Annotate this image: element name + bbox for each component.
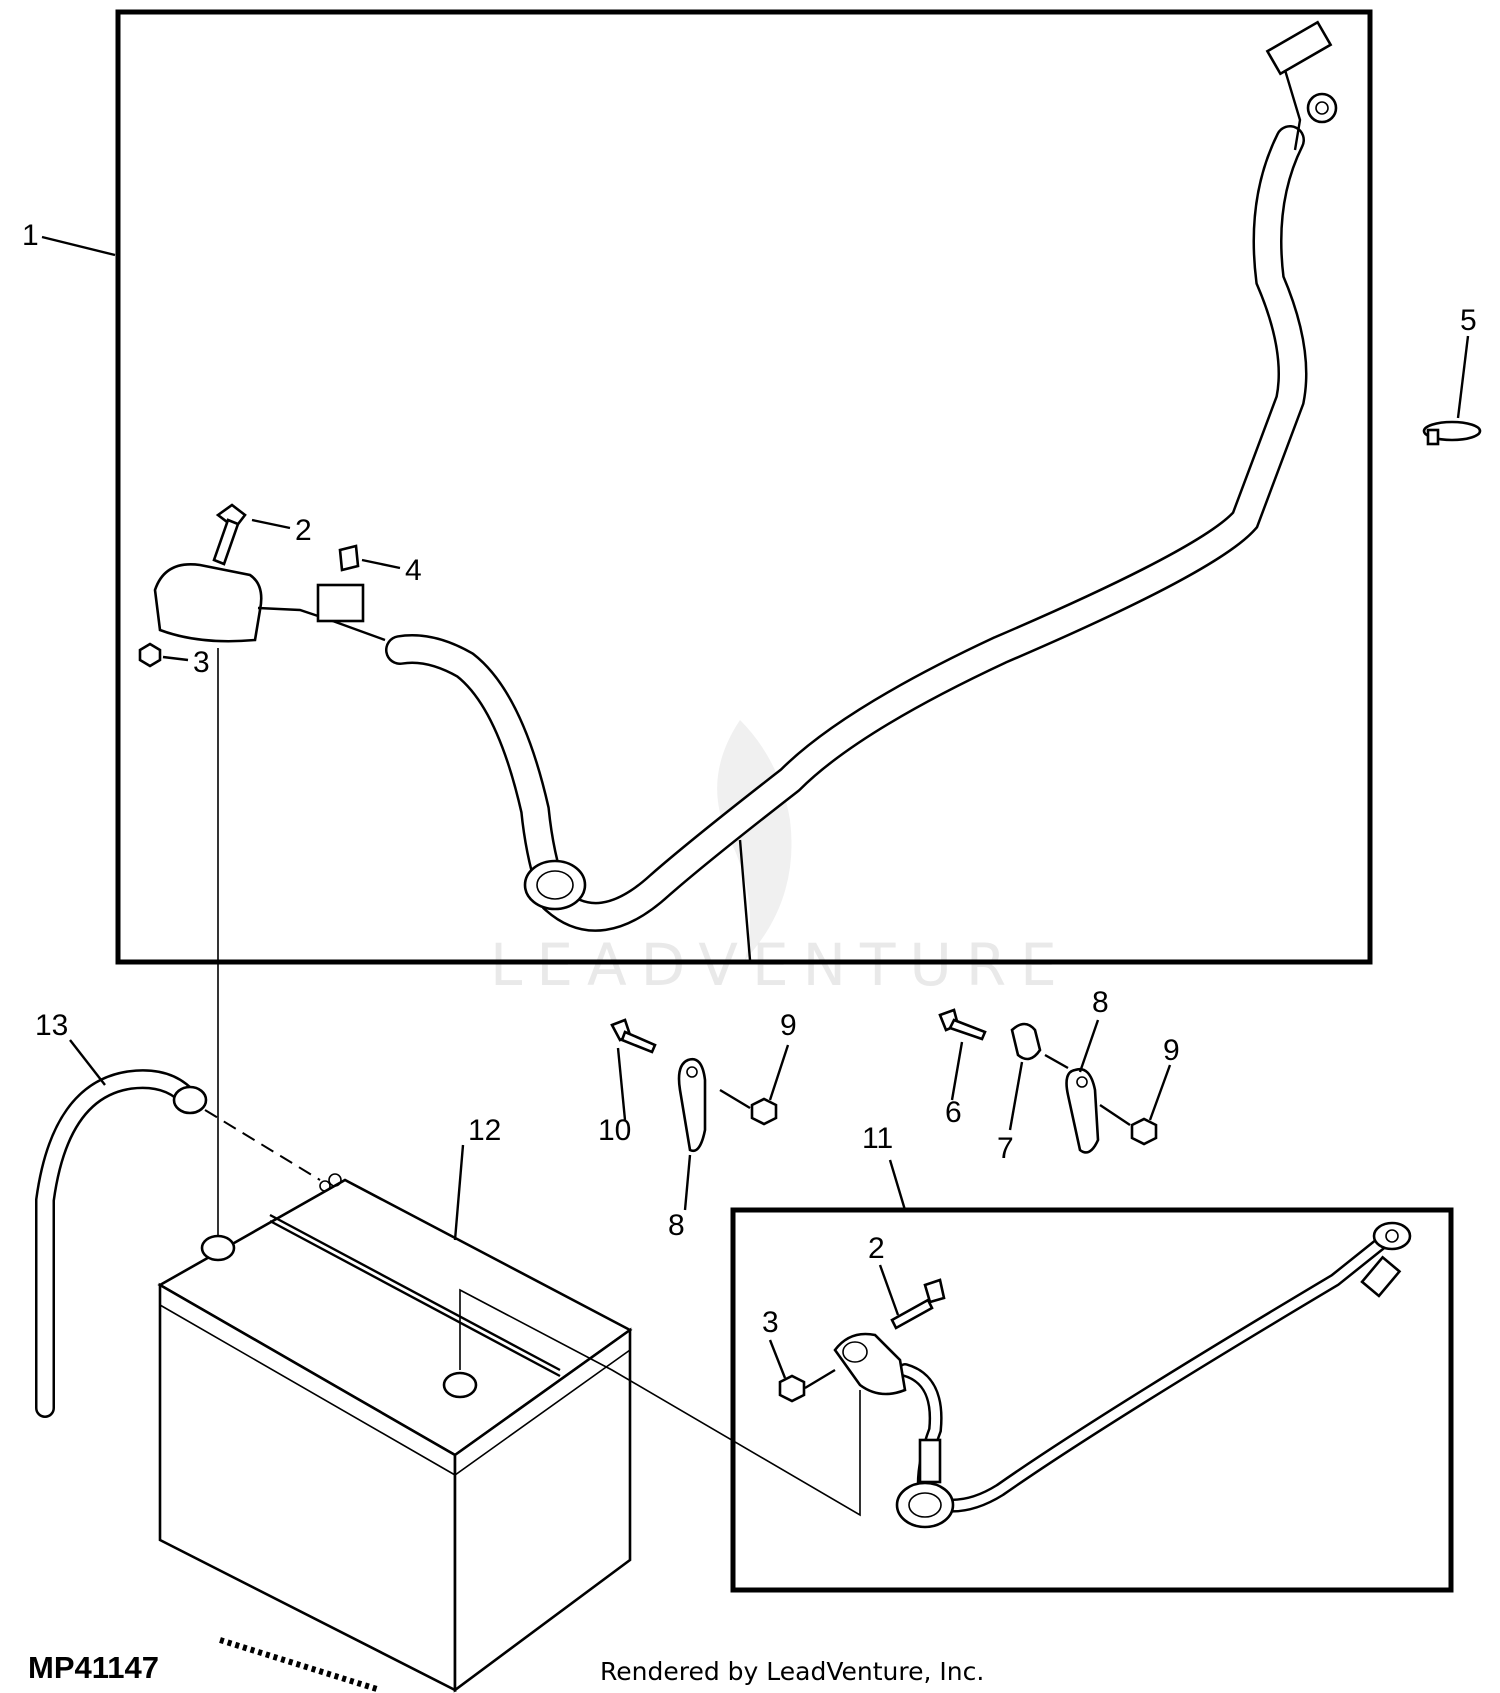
- positive-cable: [153, 20, 1338, 932]
- watermark: LEADVENTURE: [490, 720, 1071, 999]
- nut-9-right: [1130, 1117, 1158, 1146]
- nut-9-left: [750, 1097, 778, 1126]
- callout-5: 5: [1460, 304, 1477, 337]
- callout-8-right: 8: [1092, 986, 1109, 1019]
- callout-12: 12: [468, 1114, 501, 1147]
- cable-assembly-frame-1: [115, 9, 1373, 965]
- callout-1: 1: [22, 219, 39, 252]
- cable-top-connector: [1265, 20, 1333, 76]
- callout-13: 13: [35, 1009, 68, 1042]
- leader-cable-lower: [738, 839, 752, 961]
- cable-clip-5: [1422, 420, 1482, 446]
- battery-side: [453, 1327, 632, 1693]
- leader-2-top: [251, 518, 291, 530]
- clamp-assembly-right: [938, 1008, 1158, 1154]
- callout-8-left: 8: [668, 1209, 685, 1242]
- fuse-holder: [316, 583, 365, 623]
- bolt-bottom: [890, 1278, 946, 1330]
- terminal-boot: [153, 562, 263, 643]
- alignment-line-13: [204, 1109, 321, 1181]
- clamp-8-right: [1065, 1067, 1100, 1154]
- cable-ring-terminal-11: [1372, 1221, 1412, 1251]
- callout-10: 10: [598, 1114, 631, 1147]
- leader-3-bottom: [768, 1339, 787, 1379]
- leader-9-left: [768, 1044, 790, 1101]
- cable-assembly-frame-11: [730, 1207, 1454, 1593]
- leader-6: [950, 1041, 964, 1101]
- leader-11: [888, 1159, 907, 1211]
- callout-4: 4: [405, 554, 422, 587]
- leader-13: [69, 1039, 106, 1086]
- cable-grommet: [523, 859, 587, 911]
- leader-10: [616, 1047, 627, 1121]
- leader-7: [1008, 1061, 1024, 1131]
- callout-6: 6: [945, 1096, 962, 1129]
- clamp-8-left: [677, 1057, 707, 1153]
- callout-3-top: 3: [193, 646, 210, 679]
- fuse: [338, 544, 360, 572]
- leader-9-right: [1148, 1064, 1172, 1121]
- cable-ring-terminal: [1306, 92, 1338, 124]
- watermark-text: LEADVENTURE: [490, 931, 1071, 999]
- battery-post-positive: [200, 1234, 236, 1262]
- nut-top: [138, 642, 162, 668]
- callout-2-bottom: 2: [868, 1232, 885, 1265]
- callout-9-left: 9: [780, 1009, 797, 1042]
- callout-2-top: 2: [295, 514, 312, 547]
- battery-clamp-terminal: [833, 1332, 907, 1396]
- diagram-id: MP41147: [28, 1650, 159, 1685]
- leader-1: [41, 235, 116, 257]
- callout-3-bottom: 3: [762, 1306, 779, 1339]
- callout-9-right: 9: [1163, 1034, 1180, 1067]
- clamp-assembly-left: [610, 1018, 778, 1153]
- alignment-line-negative: [459, 1288, 861, 1517]
- leader-2-bottom: [878, 1264, 900, 1316]
- leader-8-right: [1078, 1019, 1100, 1073]
- battery: [157, 1173, 633, 1693]
- negative-cable-13: [35, 1069, 208, 1418]
- negative-cable-11: [833, 1221, 1412, 1529]
- leader-8-left: [683, 1154, 692, 1211]
- leader-12: [453, 1144, 465, 1241]
- leader-3-top: [162, 655, 189, 662]
- callout-7: 7: [997, 1132, 1014, 1165]
- nut-bottom: [778, 1374, 806, 1403]
- clamp-7: [1010, 1022, 1042, 1061]
- battery-post-negative: [442, 1371, 478, 1399]
- leader-5: [1456, 335, 1470, 419]
- render-credit: Rendered by LeadVenture, Inc.: [600, 1657, 984, 1686]
- callout-11: 11: [862, 1122, 893, 1155]
- cable-grommet-11: [895, 1481, 955, 1529]
- leader-4: [361, 558, 401, 570]
- bolt-top: [212, 503, 247, 566]
